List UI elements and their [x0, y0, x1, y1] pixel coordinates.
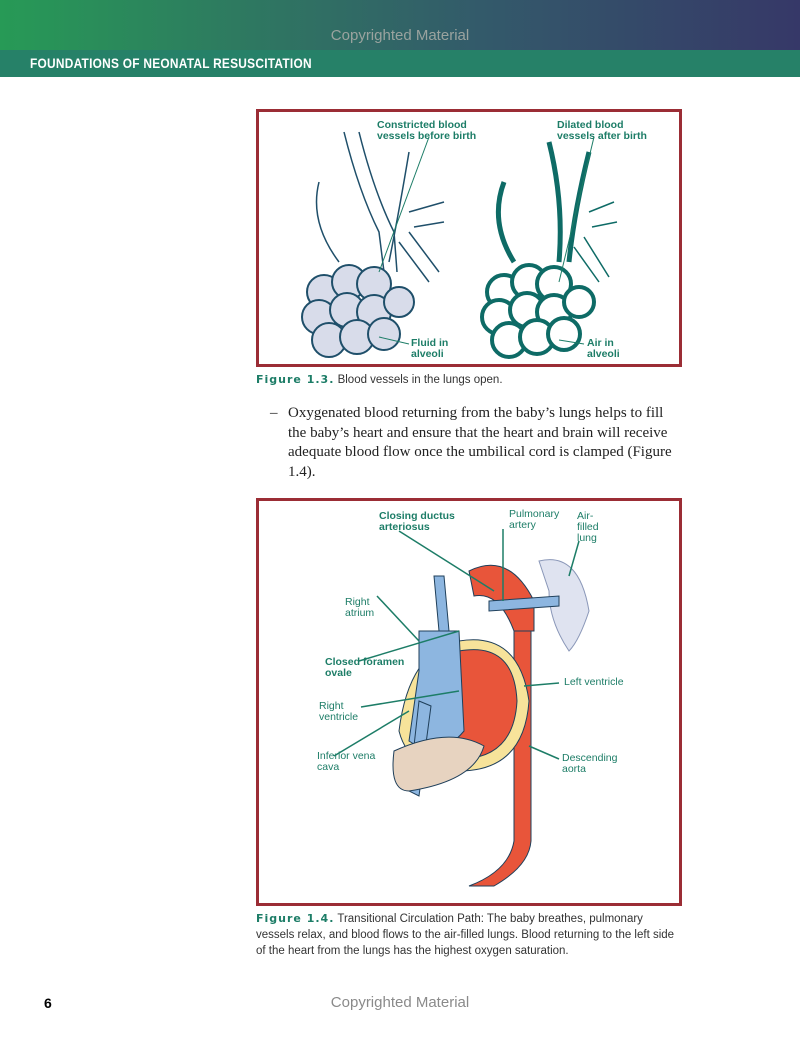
label-inferior-vena-cava: Inferior vena cava: [317, 750, 376, 773]
watermark-top: Copyrighted Material: [330, 27, 470, 44]
label-right-ventricle: Right ventricle: [319, 700, 359, 723]
label-descending-aorta: Descending aorta: [562, 752, 618, 775]
lung-vessels-illustration: [301, 131, 618, 359]
page-number: 6: [44, 995, 52, 1011]
label-air-alveoli: Air in alveoli: [587, 337, 620, 360]
body-paragraph: –Oxygenated blood returning from the bab…: [270, 404, 680, 482]
heart-circulation-illustration: [333, 529, 590, 887]
chapter-header: FOUNDATIONS OF NEONATAL RESUSCITATION: [0, 50, 800, 77]
label-left-ventricle: Left ventricle: [564, 676, 624, 688]
watermark-bottom: Copyrighted Material: [330, 994, 470, 1011]
caption-text: Blood vessels in the lungs open.: [334, 374, 503, 386]
label-fluid-alveoli: Fluid in alveoli: [411, 337, 449, 360]
caption-label: Figure 1.4.: [256, 912, 335, 925]
header-gradient-band: [0, 0, 800, 50]
label-constricted-vessels: Constricted blood vessels before birth: [377, 119, 477, 142]
figure-1-4-caption: Figure 1.4. Transitional Circulation Pat…: [256, 911, 676, 959]
list-dash: –: [270, 405, 278, 421]
chapter-title: FOUNDATIONS OF NEONATAL RESUSCITATION: [30, 55, 312, 71]
label-air-filled-lung: Air-filled lung: [577, 510, 599, 544]
label-right-atrium: Right atrium: [345, 596, 375, 619]
figure-1-3: Constricted blood vessels before birth D…: [256, 109, 682, 367]
figure-1-3-caption: Figure 1.3. Blood vessels in the lungs o…: [256, 372, 676, 388]
label-pulmonary-artery: Pulmonary artery: [509, 508, 560, 531]
label-closed-foramen-ovale: Closed foramen ovale: [325, 656, 405, 679]
caption-label: Figure 1.3.: [256, 373, 335, 386]
label-dilated-vessels: Dilated blood vessels after birth: [557, 119, 647, 142]
paragraph-text: Oxygenated blood returning from the baby…: [288, 405, 672, 480]
figure-1-4: Closing ductus arteriosus Pulmonary arte…: [256, 498, 682, 906]
label-ductus-arteriosus: Closing ductus arteriosus: [379, 510, 455, 533]
caption-text: Transitional Circulation Path: The baby …: [256, 913, 675, 957]
